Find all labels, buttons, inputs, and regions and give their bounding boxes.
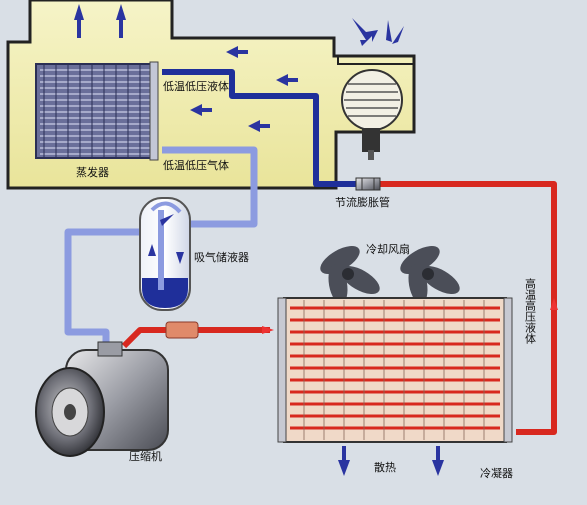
expansion-valve [355, 177, 381, 191]
arrow-down-left-icon [392, 26, 404, 44]
label-low-pressure-liquid: 低温低压液体 [163, 79, 229, 93]
blower-motor [341, 69, 403, 160]
arrow-down-icon [176, 252, 184, 264]
arrow-left-icon [226, 46, 248, 58]
airflow-up-arrows [74, 4, 126, 38]
arrow-up-icon [148, 244, 156, 256]
condenser-core [277, 297, 513, 443]
arrow-up-icon [74, 4, 84, 38]
arrow-down-icon [386, 20, 392, 42]
arrow-up-icon [550, 298, 558, 310]
compressor [35, 341, 169, 457]
heat-out-arrows [338, 446, 444, 476]
label-heat-dissipation: 散热 [374, 460, 396, 474]
intake-air-arrows [352, 18, 404, 46]
arrow-down-icon [432, 446, 444, 476]
accumulator [139, 197, 191, 311]
cooling-fan-right [400, 246, 460, 304]
airflow-left-arrows [190, 46, 298, 132]
label-condenser: 冷凝器 [480, 466, 513, 480]
label-accumulator: 吸气储液器 [194, 250, 249, 264]
low-pressure-liquid-line [162, 69, 362, 187]
label-compressor: 压缩机 [129, 449, 162, 463]
label-low-pressure-gas: 低温低压气体 [163, 158, 229, 172]
evaporator-core [35, 61, 159, 161]
arrow-down-right-icon [352, 18, 378, 46]
arrow-down-icon [338, 446, 350, 476]
arrow-left-icon [190, 104, 212, 116]
discharge-muffler [165, 321, 199, 339]
high-pressure-line-discharge [121, 327, 270, 349]
label-evaporator: 蒸发器 [76, 165, 109, 179]
label-high-pressure-liquid: 高温高压液体 [524, 277, 537, 344]
arrow-left-icon [248, 120, 270, 132]
arrow-up-icon [116, 4, 126, 38]
cooling-fan-left [320, 246, 380, 304]
label-cooling-fan: 冷却风扇 [366, 242, 410, 256]
arrow-right-icon [262, 326, 274, 334]
suction-line [64, 228, 150, 352]
label-expansion-valve: 节流膨胀管 [335, 195, 390, 209]
arrow-down-left-icon [160, 214, 174, 226]
arrow-left-icon [276, 74, 298, 86]
pipe-flow-arrows [262, 298, 558, 334]
low-pressure-gas-line [162, 146, 258, 228]
